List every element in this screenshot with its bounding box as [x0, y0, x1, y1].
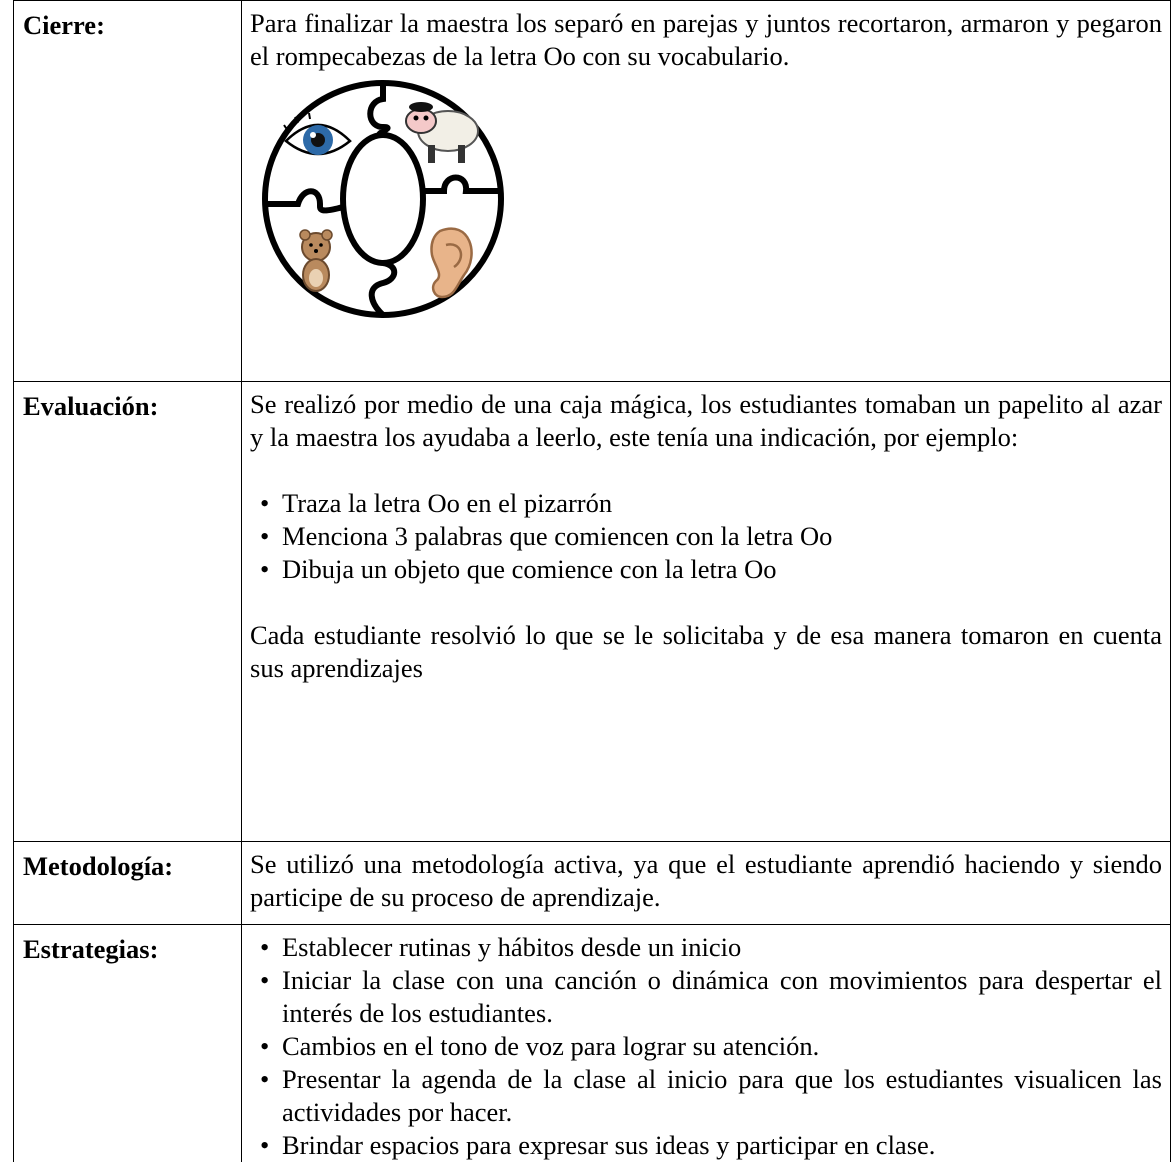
- row-cierre: Cierre: Para finalizar la maestra los se…: [14, 1, 1171, 382]
- content-estrategias: Establecer rutinas y hábitos desde un in…: [242, 925, 1171, 1162]
- evaluacion-intro: Se realizó por medio de una caja mágica,…: [250, 388, 1162, 454]
- label-evaluacion: Evaluación:: [14, 382, 242, 842]
- list-item: Traza la letra Oo en el pizarrón: [282, 487, 1162, 520]
- list-item: Menciona 3 palabras que comiencen con la…: [282, 520, 1162, 553]
- estrategias-bullet-list: Establecer rutinas y hábitos desde un in…: [250, 931, 1162, 1162]
- row-estrategias: Estrategias: Establecer rutinas y hábito…: [14, 925, 1171, 1162]
- label-estrategias: Estrategias:: [14, 925, 242, 1162]
- ear-icon: [431, 229, 471, 297]
- content-evaluacion: Se realizó por medio de una caja mágica,…: [242, 382, 1171, 842]
- label-cierre: Cierre:: [14, 1, 242, 382]
- list-item: Establecer rutinas y hábitos desde un in…: [282, 931, 1162, 964]
- list-item: Brindar espacios para expresar sus ideas…: [282, 1129, 1162, 1162]
- evaluacion-outro: Cada estudiante resolvió lo que se le so…: [250, 619, 1162, 685]
- cierre-text: Para finalizar la maestra los separó en …: [250, 7, 1162, 73]
- list-item: Iniciar la clase con una canción o dinám…: [282, 964, 1162, 1030]
- evaluacion-bullet-list: Traza la letra Oo en el pizarrón Mencion…: [250, 487, 1162, 586]
- content-cierre: Para finalizar la maestra los separó en …: [242, 1, 1171, 382]
- metodologia-text: Se utilizó una metodología activa, ya qu…: [250, 848, 1162, 914]
- letter-o-puzzle-image: [258, 79, 508, 319]
- row-metodologia: Metodología: Se utilizó una metodología …: [14, 842, 1171, 925]
- content-metodologia: Se utilizó una metodología activa, ya qu…: [242, 842, 1171, 925]
- list-item: Cambios en el tono de voz para lograr su…: [282, 1030, 1162, 1063]
- puzzle-inner-ring: [343, 135, 423, 263]
- row-evaluacion: Evaluación: Se realizó por medio de una …: [14, 382, 1171, 842]
- label-metodologia: Metodología:: [14, 842, 242, 925]
- list-item: Presentar la agenda de la clase al inici…: [282, 1063, 1162, 1129]
- list-item: Dibuja un objeto que comience con la let…: [282, 553, 1162, 586]
- lesson-plan-table: Cierre: Para finalizar la maestra los se…: [13, 0, 1171, 1162]
